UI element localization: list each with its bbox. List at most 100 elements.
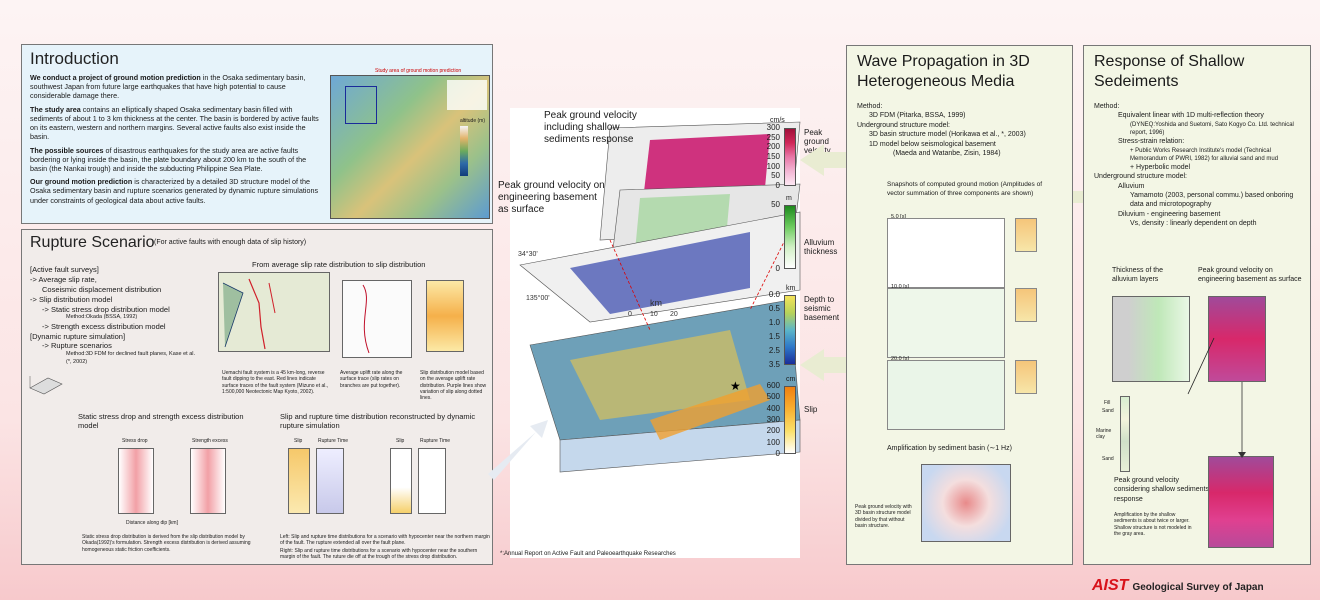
- slip-model-caption: Slip distribution model based on the ave…: [420, 370, 487, 401]
- map-legend: [447, 80, 487, 110]
- strength-excess-map: [190, 448, 226, 514]
- shallow-line: Yamamoto (2003, personal commu.) based o…: [1130, 192, 1294, 209]
- pgv-basement-hotspot: [570, 232, 750, 314]
- colorbar-tick: 600: [766, 381, 780, 390]
- altitude-scale: altitude (m): [459, 118, 485, 176]
- arrow-left-upper: [800, 144, 850, 176]
- study-area-map: Study area of ground motion prediction a…: [330, 68, 490, 219]
- coord-lon: 135°00': [526, 294, 550, 302]
- workflow-item: -> Average slip rate,: [30, 274, 97, 284]
- alluvium-thickness-map: [1112, 296, 1190, 382]
- colorbar-tick: 100: [766, 437, 780, 447]
- amplification-note: Amplification by the shallow sediments i…: [1114, 512, 1192, 537]
- dynamic-rupture-title: Slip and rupture time distribution recon…: [280, 412, 476, 431]
- pointer-arrow: [1187, 337, 1215, 395]
- basement-scale-label: Depth to seismic basement: [804, 295, 840, 323]
- map-scale-twenty: 20: [670, 311, 678, 318]
- slip-distribution-model: [426, 280, 464, 352]
- dyn-time-map-right: [418, 448, 446, 514]
- workflow-method: Method:Okada (BSSA, 1992): [66, 314, 138, 321]
- amplification-title: Amplification by sediment basin (∼1 Hz): [887, 445, 1012, 452]
- org-name: Geological Survey of Japan: [1132, 582, 1264, 593]
- colorbar-tick: 1.0: [768, 318, 780, 327]
- rupture-subtitle: (For active faults with enough data of s…: [154, 239, 307, 246]
- shallow-line: (DYNEQ:Yoshida and Suetomi, Sato Kogyo C…: [1130, 121, 1294, 136]
- coord-lat: 34°30': [518, 250, 538, 258]
- uemachi-caption: Uemachi fault system is a 45 km-long, re…: [222, 370, 329, 395]
- shallow-line: Diluvium - engineering basement: [1118, 210, 1221, 218]
- snapshot-time-2: 10.0 [s]: [891, 284, 910, 290]
- pgv-engineering-map: [1208, 296, 1266, 382]
- snapshot-3-side: [1015, 360, 1037, 394]
- workflow-item: Coseismic displacement distribution: [42, 284, 162, 294]
- slip-scale-label: Slip: [804, 405, 818, 414]
- colorbar-tick: 0: [775, 449, 780, 458]
- colorbar-tick: 0: [775, 264, 780, 273]
- pgv-colorbar: [784, 128, 796, 186]
- wave-title: Wave Propagation in 3D Heterogeneous Med…: [857, 53, 1030, 90]
- introduction-title: Introduction: [30, 49, 119, 68]
- uemachi-fault-map: [218, 272, 330, 352]
- footnote: *:Annual Report on Active Fault and Pale…: [500, 551, 676, 557]
- colorbar-tick: 1.5: [768, 332, 780, 341]
- dyn-time-label-left: Rupture Time: [318, 438, 349, 444]
- fault-slip-plane: [650, 384, 770, 440]
- wave-line: 3D basin structure model (Horikawa et al…: [869, 131, 1026, 139]
- study-area-caption: Study area of ground motion prediction: [375, 68, 462, 74]
- shallow-line: Vs, density : linearly dependent on dept…: [1130, 220, 1257, 228]
- intro-paragraph-2: The study area contains an elliptically …: [30, 105, 322, 142]
- wave-line: 1D model below seismological basement: [869, 140, 996, 148]
- wave-line: (Maeda and Watanbe, Zisin, 1984): [893, 150, 1001, 158]
- intro-paragraph-4: Our ground motion prediction is characte…: [30, 177, 322, 205]
- colorbar-tick: 300: [766, 415, 780, 424]
- workflow-item: [Dynamic rupture simulation]: [30, 331, 126, 341]
- workflow-item: -> Strength excess distribution model: [42, 321, 166, 331]
- intro-paragraph-1: We conduct a project of ground motion pr…: [30, 73, 322, 101]
- colorbar-tick: 50: [771, 200, 780, 209]
- snapshot-title: Snapshots of computed ground motion (Amp…: [887, 181, 1043, 197]
- dashed-projection-line: [609, 239, 651, 331]
- slip-colorbar: [784, 386, 796, 454]
- introduction-text: We conduct a project of ground motion pr…: [30, 73, 322, 209]
- workflow-item: [Active fault surveys]: [30, 265, 99, 274]
- shallow-line: Stress-strain relation:: [1118, 138, 1185, 146]
- dyn-slip-label-right: Slip: [396, 438, 405, 444]
- snapshot-1: [887, 218, 1005, 288]
- wave-line: Underground structure model:: [857, 121, 950, 129]
- colorbar-tick: 200: [766, 142, 780, 152]
- alluvium-colorbar: [784, 205, 796, 269]
- intro-p3-bold: The possible sources: [30, 145, 104, 155]
- snapshot-2-side: [1015, 288, 1037, 322]
- hypocenter-star: ★: [730, 379, 741, 393]
- intro-paragraph-3: The possible sources of disastrous earth…: [30, 146, 322, 174]
- dyn-slip-map-left: [288, 448, 310, 514]
- map-scale-ten: 10: [650, 311, 658, 318]
- shallow-line: Alluvium: [1118, 182, 1145, 190]
- fault-traces: [222, 278, 276, 350]
- shallow-title: Response of Shallow Sedeiments: [1094, 53, 1245, 90]
- rupture-scenario-panel: Rupture Scenario (For active faults with…: [21, 229, 493, 565]
- pgv-engineering-label: Peak ground velocity on engineering base…: [1198, 267, 1302, 284]
- colorbar-tick: 500: [766, 392, 780, 402]
- snapshot-1-side: [1015, 218, 1037, 252]
- down-arrow: [1238, 382, 1246, 458]
- soil-column: [1120, 396, 1130, 472]
- fault-plane-diagram: [29, 376, 63, 395]
- stress-drop-label: Stress drop: [122, 438, 148, 444]
- arrow-left-lower: [800, 349, 850, 381]
- shallow-line: Underground structure model:: [1094, 173, 1187, 181]
- amplification-map: [921, 464, 1011, 542]
- snapshot-3: [887, 360, 1005, 430]
- shallow-line: + Hyperbolic model: [1130, 163, 1191, 171]
- slip-unit: cm: [786, 376, 796, 383]
- stress-caption: Static stress drop distribution is deriv…: [82, 534, 251, 553]
- workflow-item: -> Static stress drop distribution model: [42, 304, 170, 314]
- shallow-line: Method:: [1094, 103, 1120, 110]
- rupture-title: Rupture Scenario: [30, 234, 155, 251]
- colorbar-tick: 0.5: [768, 304, 780, 313]
- dyn-time-label-right: Rupture Time: [420, 438, 451, 444]
- alluvium-unit: m: [786, 195, 792, 202]
- center-3d-figure: ★ 34°30' 135°00' km 0 10 20: [510, 108, 801, 558]
- intro-p4-rest: is characterized by a detailed 3D struct…: [30, 177, 319, 205]
